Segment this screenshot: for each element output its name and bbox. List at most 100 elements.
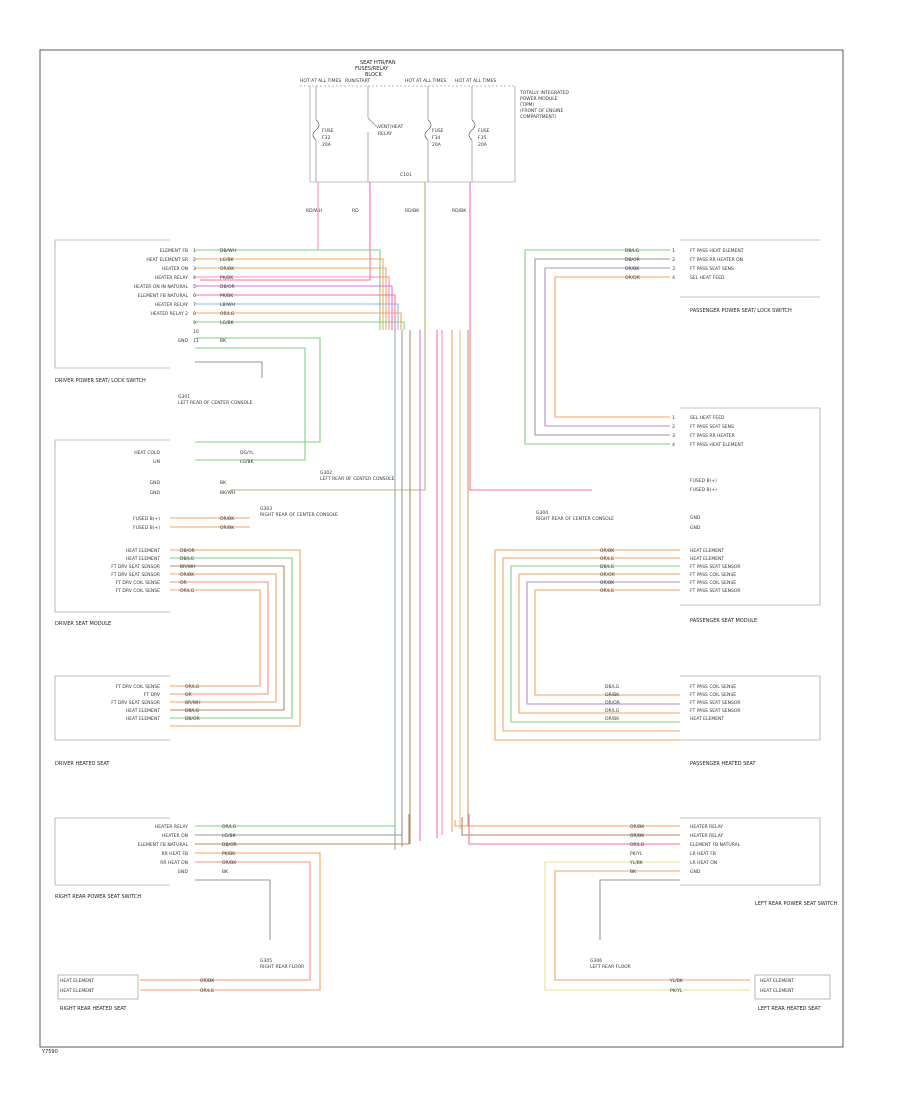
pass-seatmod-to-heated xyxy=(526,581,680,705)
rr-switch-wire: DB/OR xyxy=(222,842,237,848)
pass-door2-pin-label: FT PASS HEAT ELEMENT xyxy=(690,442,744,448)
rr-seat-box xyxy=(57,974,139,1000)
lr-switch-wire: OR/BK xyxy=(630,833,645,839)
pass-seatmod-pin4: FT PASS COIL SENSE xyxy=(690,580,736,586)
circuit-label-3: HOT AT ALL TIMES xyxy=(405,78,446,84)
pass-heated-wire: OR/BK xyxy=(605,716,620,722)
pass-heated-wire: DB/LG xyxy=(605,684,620,690)
pass-seatmod-box xyxy=(680,407,821,606)
driver-door-pin-num: 11 xyxy=(193,338,199,344)
ground-labels: G301 LEFT REAR OF CENTER CONSOLE G302 LE… xyxy=(178,394,631,970)
drv-heated-pin: FT DRV xyxy=(144,692,161,698)
rr-switch-title: RIGHT REAR POWER SEAT SWITCH xyxy=(55,894,141,900)
drv-seatmod-to-heated xyxy=(170,581,269,695)
lr-switch-wire: YL/BK xyxy=(629,860,644,866)
fuse-3-name: FUSE xyxy=(432,128,444,134)
rr-switch-to-bus xyxy=(195,820,396,827)
lr-switch-wire: PK/YL xyxy=(630,851,643,857)
driver-door-pin-label: HEATER RELAY xyxy=(155,275,188,281)
pass-door-pin-num: 4 xyxy=(672,275,675,281)
drv-seatmod-pin4: HEAT ELEMENT xyxy=(126,548,160,554)
passenger-heated-title: PASSENGER HEATED SEAT xyxy=(690,761,756,767)
ground-4-id: G304 xyxy=(536,510,548,516)
drv-seatmod-pin1: HEAT COLD xyxy=(134,450,160,456)
pass-seatmod-pin4: HEAT ELEMENT xyxy=(690,548,724,554)
rr-seat-wire: OR/BK xyxy=(200,978,215,984)
driver-door-pin-num: 3 xyxy=(193,266,196,272)
drv-seatmod-wire3: BK/WH xyxy=(220,490,235,496)
top-module-title-2: FUSES/RELAY xyxy=(355,66,389,72)
pass-door2-pin-label: FT PASS SEAT SENS xyxy=(690,424,734,430)
ground-5-id: G305 xyxy=(260,958,272,964)
driver-door-pin-label: GND xyxy=(178,338,189,344)
module-boxes xyxy=(54,239,831,1000)
pass-door-loop xyxy=(534,258,670,436)
lr-switch-title: LEFT REAR POWER SEAT SWITCH xyxy=(755,901,837,907)
pass-door2-pin-num: 4 xyxy=(672,442,675,448)
ground-3-text: RIGHT REAR OF CENTER CONSOLE xyxy=(260,512,338,518)
driver-seatmod-title: DRIVER SEAT MODULE xyxy=(55,621,111,627)
relay-sub: RELAY xyxy=(378,131,392,137)
pass-seatmod-wire4: OR/LG xyxy=(600,556,615,562)
pass-seatmod-pin4: FT PASS SEAT SENSOR xyxy=(690,588,741,594)
driver-door-title: DRIVER POWER SEAT/ LOCK SWITCH xyxy=(55,378,146,384)
ground-6-text: LEFT REAR FLOOR xyxy=(590,964,631,970)
tipm-note-4: (FRONT OF ENGINE xyxy=(520,108,564,114)
pass-door-loop xyxy=(524,249,670,445)
rr-switch-wire: LG/BK xyxy=(222,833,237,839)
lr-switch-pin: HEATER RELAY xyxy=(690,824,723,830)
pass-seatmod-to-heated xyxy=(518,573,680,714)
pass-seatmod-pin2: FUSED B(+) xyxy=(690,487,717,493)
lr-switch-wire: OR/BK xyxy=(630,824,645,830)
driver-door-wire xyxy=(195,285,393,330)
pass-seatmod-to-heated xyxy=(494,549,680,741)
pass-door-pin-label: FT PASS SEAT SENS xyxy=(690,266,734,272)
driver-door-pin-num: 5 xyxy=(193,284,196,290)
top-wire-label-4: RD/BK xyxy=(452,208,467,214)
pass-door-loop xyxy=(544,267,670,427)
diagram-frame xyxy=(39,49,844,1048)
drv-seatmod-wire2: OR/BK xyxy=(220,525,235,531)
drv-seatmod-pin1: LIN xyxy=(153,459,160,465)
ground-6-id: G306 xyxy=(590,958,602,964)
top-power-module: SEAT HTR/FAN FUSES/RELAY BLOCK HOT AT AL… xyxy=(300,60,569,214)
drv-seatmod-to-heated xyxy=(170,549,301,727)
driver-door-wire-label: DB/WH xyxy=(220,248,236,254)
pass-door-pin-num: 3 xyxy=(672,266,675,272)
lr-switch-pin: LR HEAT ON xyxy=(690,860,717,866)
dd-ground xyxy=(195,361,263,378)
lr-to-seat-1 xyxy=(544,861,750,991)
top-connector-label: C101 xyxy=(400,172,412,178)
drv-seatmod-wire4: OR/LG xyxy=(180,588,195,594)
driver-door-pin-num: 10 xyxy=(193,329,199,335)
tipm-note-1: TOTALLY INTEGRATED xyxy=(519,90,569,96)
driver-door-wire xyxy=(195,267,387,330)
driver-door-wire-label: OR/LG xyxy=(220,311,235,317)
pass-heated-pin: HEAT ELEMENT xyxy=(690,716,724,722)
pass-door-pin-label: FT PASS HEAT ELEMENT xyxy=(690,248,744,254)
drv-heated-pin: HEAT ELEMENT xyxy=(126,708,160,714)
top-wire-label-3: RD/BK xyxy=(405,208,420,214)
rr-seat-pin: HEAT ELEMENT xyxy=(60,988,94,994)
ground-4-text: RIGHT REAR OF CENTER CONSOLE xyxy=(536,516,614,522)
rr-switch-wire: OR/BK xyxy=(222,860,237,866)
pass-seatmod-pin3: GND xyxy=(690,525,701,531)
rr-switch-pin: RR HEAT ON xyxy=(160,860,188,866)
driver-door-pin-label: HEATER RELAY xyxy=(155,302,188,308)
circuit-label-2: RUN/START xyxy=(345,78,370,84)
lr-switch-pin: LR HEAT FB xyxy=(690,851,716,857)
lr-switch-wire: BK xyxy=(630,869,637,875)
driver-door-wire-label: LG/BK xyxy=(220,257,235,263)
drv-seatmod-pin4: FT DRV SEAT SENSOR xyxy=(111,564,160,570)
driver-door-pin-num: 8 xyxy=(193,311,196,317)
pass-heated-pin: FT PASS COIL SENSE xyxy=(690,684,736,690)
lr-seat-wire: PK/YL xyxy=(670,988,683,994)
lr-switch-pin: ELEMENT FB NATURAL xyxy=(690,842,741,848)
top-module-title-3: BLOCK xyxy=(365,72,382,78)
driver-door-pin-num: 4 xyxy=(193,275,196,281)
pass-heated-wire: OR/LG xyxy=(605,708,620,714)
lr-switch-to-bus xyxy=(454,820,680,827)
fuse-1-amp: 20A xyxy=(322,142,332,148)
driver-door-wire-label: PK/BK xyxy=(220,275,234,281)
